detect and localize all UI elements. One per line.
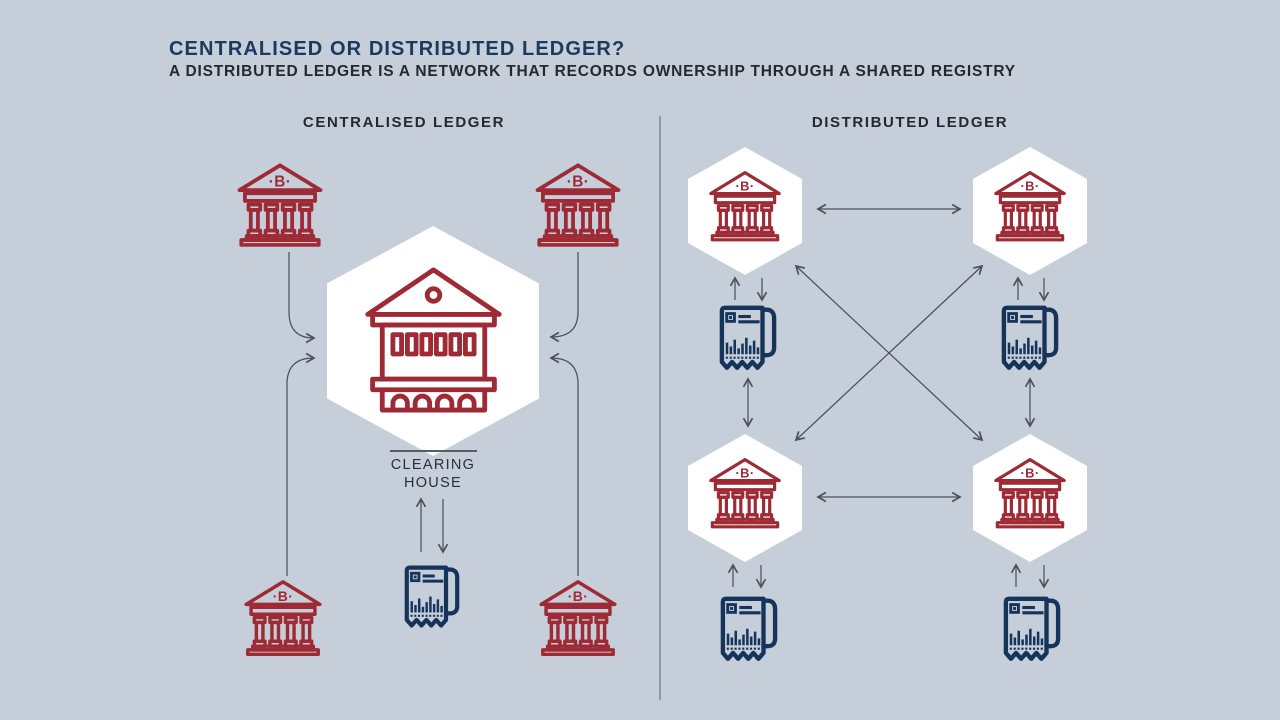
centralised-section-label: CENTRALISED LEDGER [302, 114, 506, 131]
ledger-receipt-icon [1000, 302, 1060, 376]
ledger-receipt-icon [719, 593, 779, 667]
bank-icon [242, 579, 324, 656]
clearing-house-label: CLEARING HOUSE [363, 456, 503, 492]
hexagon-node [973, 147, 1087, 275]
hexagon-node [688, 147, 802, 275]
distributed-section-label: DISTRIBUTED LEDGER [811, 114, 1009, 131]
page-title: CENTRALISED OR DISTRIBUTED LEDGER? [169, 38, 626, 60]
bank-icon [537, 579, 619, 656]
clearing-house-label-line2: HOUSE [403, 475, 463, 491]
clearing-house-rule [390, 450, 477, 452]
ledger-receipt-icon [718, 302, 778, 376]
bank-icon [235, 162, 325, 247]
distributed-arrows [727, 203, 1050, 589]
ledger-receipt-icon [1002, 593, 1062, 667]
clearing-house-label-line1: CLEARING [390, 457, 476, 473]
page-subtitle: A DISTRIBUTED LEDGER IS A NETWORK THAT R… [169, 63, 1016, 80]
section-divider [659, 116, 661, 700]
hexagon-node [973, 434, 1087, 562]
hexagon-node [688, 434, 802, 562]
ledger-receipt-icon [403, 562, 461, 633]
centralised-arrows [286, 252, 579, 576]
clearing-house-icon [361, 266, 506, 413]
bank-icon [533, 162, 623, 247]
